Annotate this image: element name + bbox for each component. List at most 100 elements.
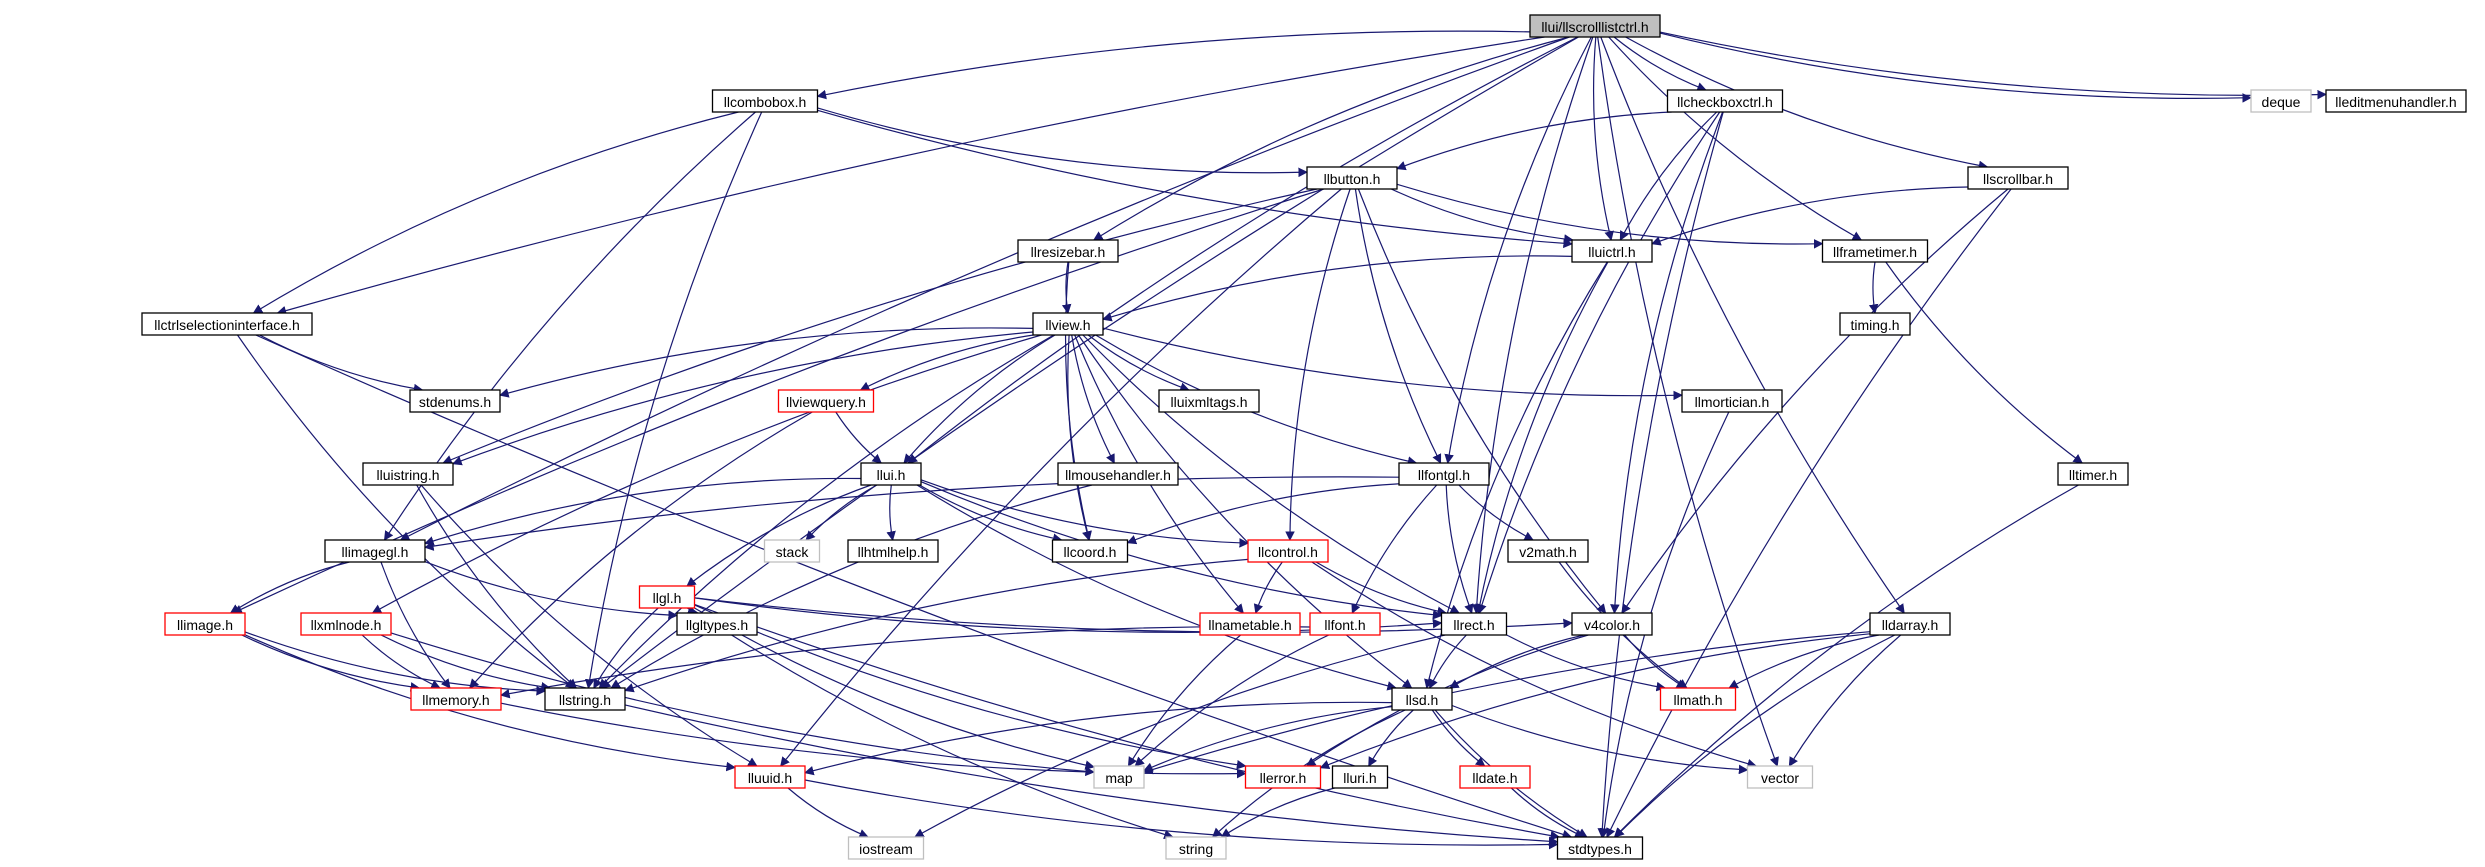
- header-nodes: llui/llscrolllistctrl.h llcombobox.h llche…: [141, 14, 2467, 860]
- node-checkboxctrl[interactable]: llcheckboxctrl.h: [1666, 89, 1784, 113]
- edge-mousehandler-to-string_h: [610, 484, 1093, 689]
- node-label-uri: lluri.h: [1343, 770, 1376, 786]
- node-timing[interactable]: timing.h: [1839, 312, 1911, 336]
- edge-string_h-to-stdtypes: [624, 704, 1559, 847]
- edge-root-to-rect: [1471, 36, 1594, 614]
- node-image[interactable]: llimage.h: [164, 612, 246, 636]
- node-control[interactable]: llcontrol.h: [1247, 539, 1329, 563]
- node-box-checkboxctrl: [1666, 89, 1784, 113]
- node-box-vector: [1746, 765, 1814, 789]
- node-timer[interactable]: lltimer.h: [2057, 462, 2129, 486]
- edge-gl-to-map: [694, 607, 1095, 770]
- node-date[interactable]: lldate.h: [1459, 765, 1531, 789]
- node-box-llui: [860, 462, 922, 486]
- node-deque: deque: [2250, 89, 2312, 113]
- edge-uistring-to-string_h: [416, 484, 578, 689]
- node-coord[interactable]: llcoord.h: [1051, 539, 1129, 563]
- node-imagegl[interactable]: llimagegl.h: [324, 539, 426, 563]
- node-label-sd: llsd.h: [1406, 692, 1439, 708]
- node-llui[interactable]: llui.h: [860, 462, 922, 486]
- node-uuid[interactable]: lluuid.h: [734, 765, 806, 789]
- node-nametable[interactable]: llnametable.h: [1199, 612, 1301, 636]
- node-box-resizebar: [1017, 239, 1119, 263]
- node-box-image: [164, 612, 246, 636]
- node-resizebar[interactable]: llresizebar.h: [1017, 239, 1119, 263]
- edge-darray-to-map: [1143, 631, 1871, 775]
- node-xmlnode[interactable]: llxmlnode.h: [300, 612, 392, 636]
- node-label-stdenums: stdenums.h: [419, 394, 491, 410]
- node-label-memory: llmemory.h: [422, 692, 489, 708]
- node-ctrlselection[interactable]: llctrlselectioninterface.h: [141, 312, 313, 336]
- node-string_h[interactable]: llstring.h: [544, 687, 626, 711]
- edge-root-to-fontgl: [1444, 36, 1592, 464]
- edge-sd-to-map: [1143, 706, 1393, 772]
- node-v2math[interactable]: v2math.h: [1507, 539, 1589, 563]
- node-root[interactable]: llui/llscrolllistctrl.h: [1529, 14, 1661, 38]
- edge-rect-to-sd: [1429, 634, 1467, 689]
- node-v4color[interactable]: v4color.h: [1571, 612, 1653, 636]
- node-memory[interactable]: llmemory.h: [410, 687, 502, 711]
- node-editmenuhandler[interactable]: lleditmenuhandler.h: [2325, 89, 2467, 113]
- edge-root-to-scrollbar: [1625, 36, 1989, 171]
- node-darray[interactable]: lldarray.h: [1869, 612, 1951, 636]
- node-button[interactable]: llbutton.h: [1306, 166, 1398, 190]
- edge-view-to-rect: [1082, 334, 1460, 614]
- node-combobox[interactable]: llcombobox.h: [711, 89, 819, 113]
- node-mousehandler[interactable]: llmousehandler.h: [1057, 462, 1179, 486]
- node-stdtypes[interactable]: stdtypes.h: [1556, 836, 1644, 860]
- edge-image-to-string_h: [244, 631, 546, 696]
- node-label-deque: deque: [2262, 94, 2301, 110]
- node-label-date: lldate.h: [1472, 770, 1517, 786]
- edge-button-to-uistring: [442, 188, 1318, 465]
- node-box-combobox: [711, 89, 819, 113]
- edge-checkboxctrl-to-uictrl: [1619, 111, 1718, 241]
- node-uictrl[interactable]: lluictrl.h: [1571, 239, 1653, 263]
- node-label-vector: vector: [1761, 770, 1799, 786]
- node-box-button: [1306, 166, 1398, 190]
- node-fontgl[interactable]: llfontgl.h: [1398, 462, 1490, 486]
- node-math[interactable]: llmath.h: [1659, 687, 1737, 711]
- node-label-llui: llui.h: [877, 467, 906, 483]
- edge-button-to-control: [1285, 188, 1351, 541]
- node-box-iostream: [847, 836, 925, 860]
- node-view[interactable]: llview.h: [1032, 312, 1104, 336]
- node-box-coord: [1051, 539, 1129, 563]
- edge-root-to-llui: [907, 36, 1578, 464]
- node-error[interactable]: llerror.h: [1244, 765, 1322, 789]
- edge-view-to-mortician: [1102, 327, 1683, 401]
- edge-gl-to-error: [694, 604, 1247, 770]
- edge-button-to-uuid: [780, 188, 1342, 767]
- node-box-root: [1529, 14, 1661, 38]
- node-mortician[interactable]: llmortician.h: [1681, 389, 1783, 413]
- node-gltypes[interactable]: llgltypes.h: [676, 612, 758, 636]
- edge-rect-to-iostream: [914, 634, 1446, 838]
- node-uistring[interactable]: lluistring.h: [362, 462, 454, 486]
- node-frametimer[interactable]: llframetimer.h: [1821, 239, 1929, 263]
- edge-root-to-string_h: [600, 36, 1579, 689]
- node-box-timing: [1839, 312, 1911, 336]
- node-gl[interactable]: llgl.h: [638, 585, 696, 609]
- node-viewquery[interactable]: llviewquery.h: [777, 389, 875, 413]
- edge-frametimer-to-timer: [1885, 261, 2083, 464]
- edge-control-to-nametable: [1253, 561, 1283, 614]
- node-box-sd: [1391, 687, 1453, 711]
- node-label-mousehandler: llmousehandler.h: [1065, 467, 1171, 483]
- node-box-timer: [2057, 462, 2129, 486]
- node-rect[interactable]: llrect.h: [1440, 612, 1508, 636]
- node-font[interactable]: llfont.h: [1309, 612, 1381, 636]
- edge-checkboxctrl-to-button: [1396, 111, 1672, 171]
- node-uri[interactable]: lluri.h: [1331, 765, 1389, 789]
- node-label-timing: timing.h: [1850, 317, 1899, 333]
- node-box-ctrlselection: [141, 312, 313, 336]
- edge-fontgl-to-imagegl: [424, 476, 1400, 551]
- node-box-math: [1659, 687, 1737, 711]
- node-stdenums[interactable]: stdenums.h: [409, 389, 501, 413]
- node-scrollbar[interactable]: llscrollbar.h: [1967, 166, 2069, 190]
- node-uixmltags[interactable]: lluixmltags.h: [1158, 389, 1260, 413]
- edge-viewquery-to-llui: [835, 411, 882, 464]
- node-label-combobox: llcombobox.h: [724, 94, 807, 110]
- node-sd[interactable]: llsd.h: [1391, 687, 1453, 711]
- node-box-scrollbar: [1967, 166, 2069, 190]
- node-box-uuid: [734, 765, 806, 789]
- node-htmlhelp[interactable]: llhtmlhelp.h: [847, 539, 939, 563]
